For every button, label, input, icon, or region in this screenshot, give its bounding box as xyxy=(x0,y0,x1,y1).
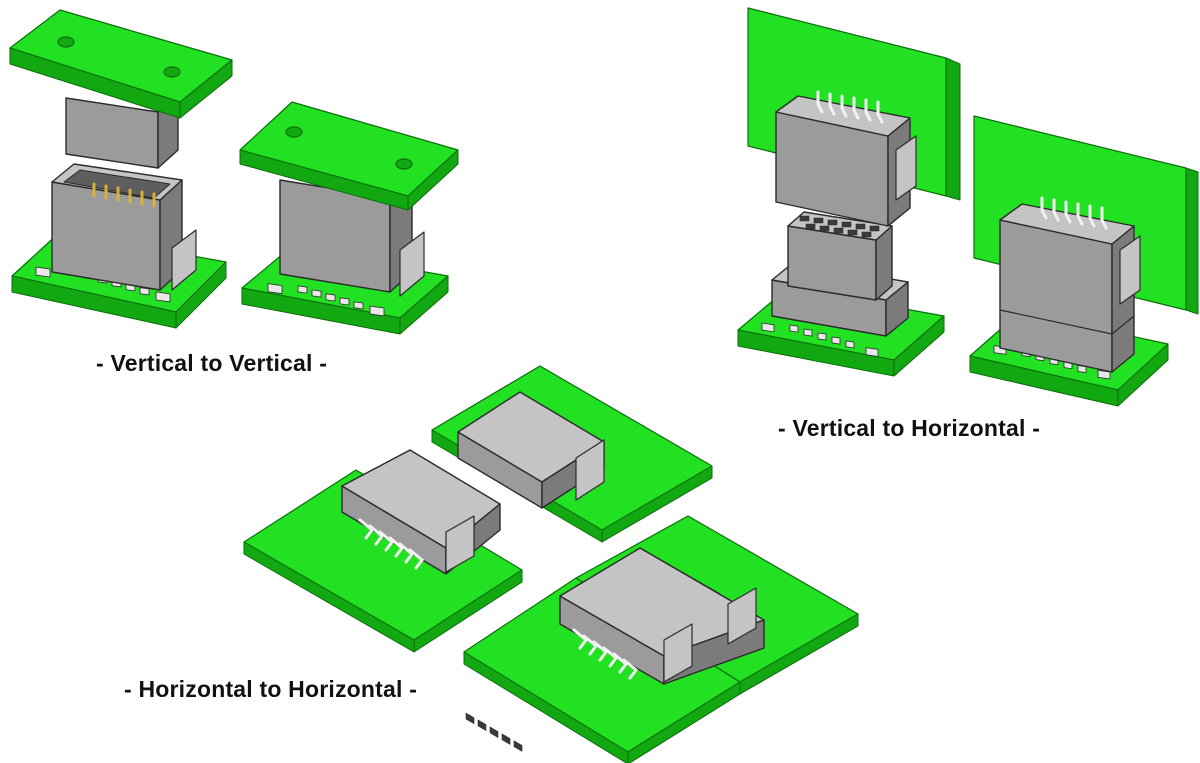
h2h-separated-assembly xyxy=(243,365,713,752)
h2h-right-angle-receptacle xyxy=(457,391,605,752)
v2v-mated-assembly xyxy=(239,101,459,335)
h2h-socket-grid xyxy=(465,712,523,752)
caption-horizontal-to-horizontal: - Horizontal to Horizontal - xyxy=(124,676,418,702)
group-horizontal-to-horizontal xyxy=(243,365,859,763)
group-vertical-to-horizontal xyxy=(737,7,1199,407)
v2h-header-pins-b xyxy=(1040,196,1108,230)
h2h-plug-pins xyxy=(358,518,425,570)
caption-vertical-to-vertical: - Vertical to Vertical - xyxy=(96,350,328,376)
h2h-mated-housing xyxy=(559,547,765,685)
v2h-mated-housing xyxy=(999,196,1141,373)
v2v-top-pcb-a xyxy=(9,9,233,119)
caption-vertical-to-horizontal: - Vertical to Horizontal - xyxy=(778,415,1041,441)
v2h-mated-assembly xyxy=(969,115,1199,407)
v2h-pad-row-a xyxy=(761,322,879,357)
h2h-mated-pins xyxy=(572,628,639,680)
group-vertical-to-vertical xyxy=(9,9,459,335)
v2h-socket-grid xyxy=(799,215,880,238)
v2v-top-pcb-b xyxy=(239,101,459,211)
h2h-left-pcb-a xyxy=(243,469,523,653)
v2h-separated-assembly xyxy=(737,7,961,377)
v2v-separated-assembly xyxy=(9,9,233,329)
h2h-right-angle-plug xyxy=(341,449,501,575)
v2v-receptacle-housing xyxy=(51,163,197,291)
v2h-receptacle-tower xyxy=(787,211,893,301)
v2v-pad-row-b xyxy=(267,283,385,317)
v2h-right-angle-header-a xyxy=(775,90,917,227)
h2h-mated-assembly xyxy=(463,515,859,763)
v2h-header-pins-a xyxy=(816,90,884,124)
